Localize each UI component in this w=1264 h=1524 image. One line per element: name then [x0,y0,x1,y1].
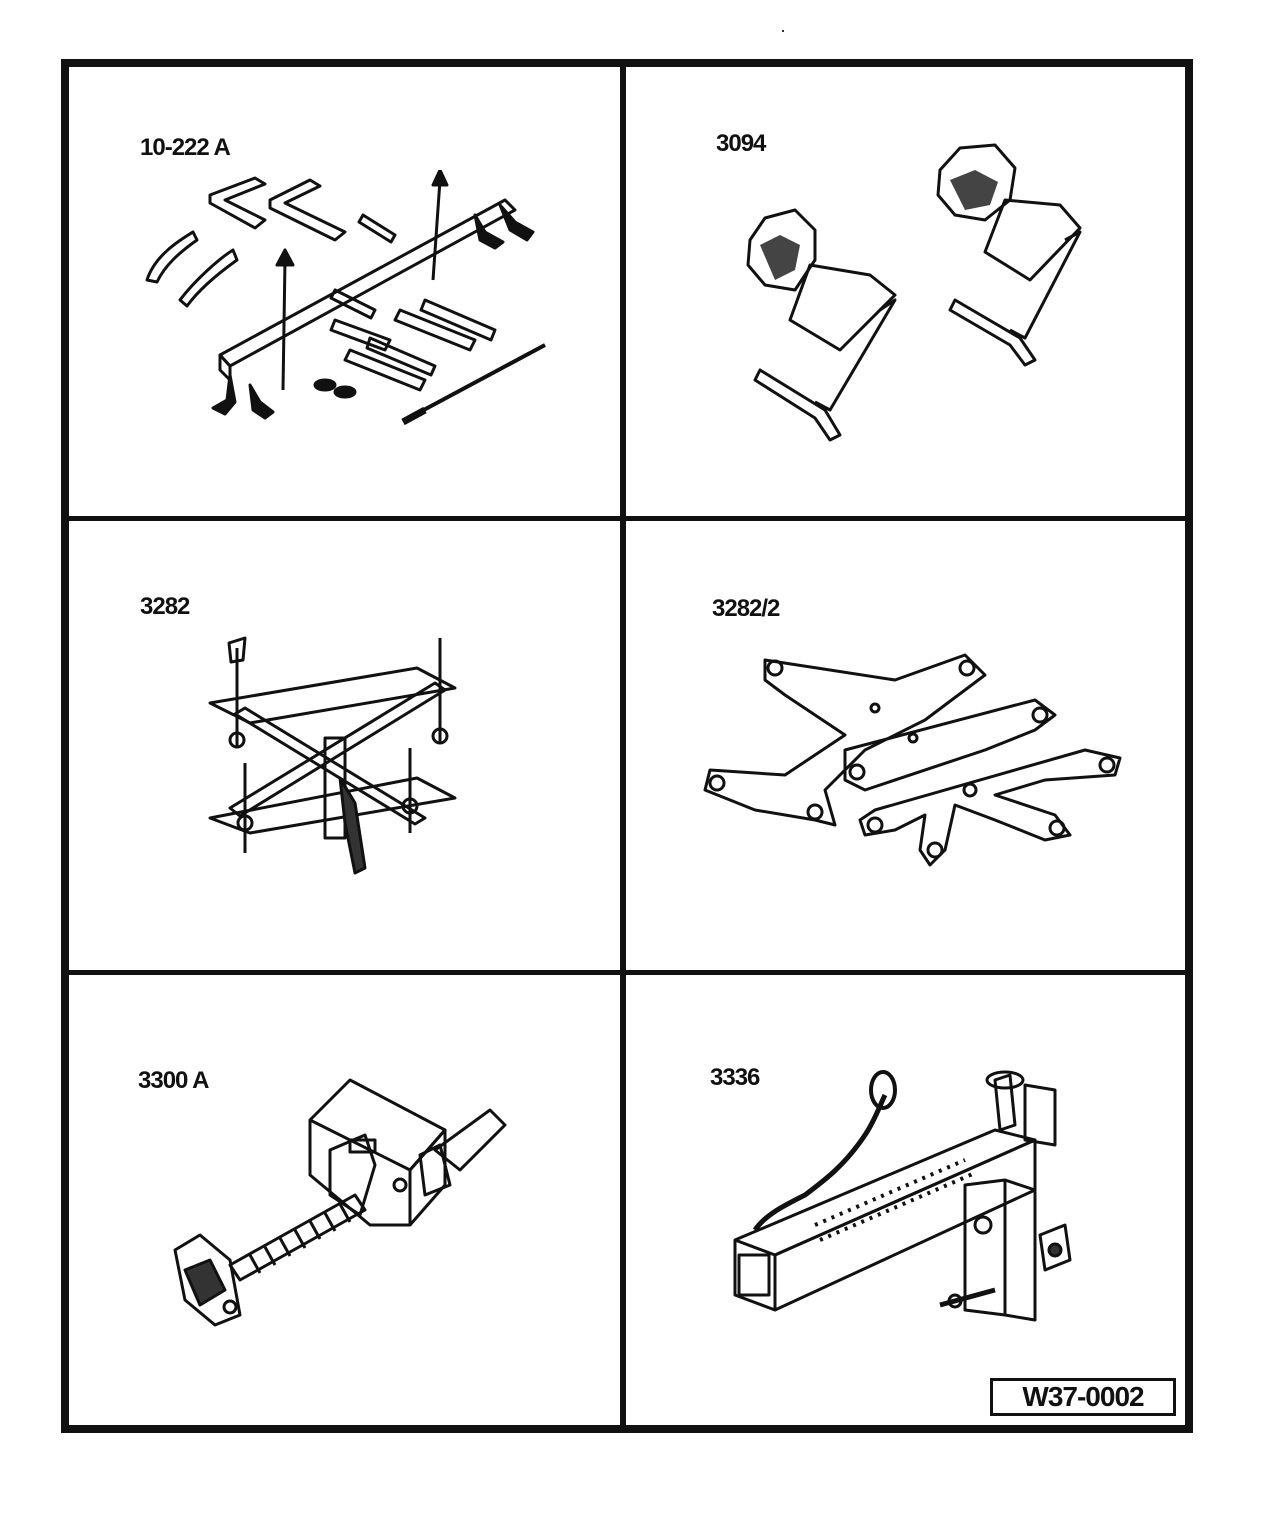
figure-code-box: W37-0002 [990,1378,1176,1416]
figure-code: W37-0002 [1022,1381,1144,1412]
tool-number-label: 3094 [716,130,766,157]
scan-speck [782,30,784,32]
grid-divider-row-1 [61,516,1193,521]
adjustment-plate-frame-icon [205,628,465,878]
tool-number-label: 10-222 A [140,134,231,161]
tool-number-label: 3282/2 [712,595,780,622]
adjustment-plate-icon [695,640,1135,880]
tool-number-label: 3336 [710,1064,760,1091]
engine-support-bar-icon [135,170,555,440]
hose-clamp-pair-icon [740,140,1120,450]
grid-divider-row-2 [61,970,1193,975]
tool-grid-frame [61,59,1193,1433]
threaded-press-icon [170,1075,520,1335]
tool-number-label: 3282 [140,593,190,620]
tool-number-label: 3300 A [138,1067,209,1094]
support-bracket-icon [725,1065,1085,1330]
grid-divider-vertical [620,59,626,1433]
